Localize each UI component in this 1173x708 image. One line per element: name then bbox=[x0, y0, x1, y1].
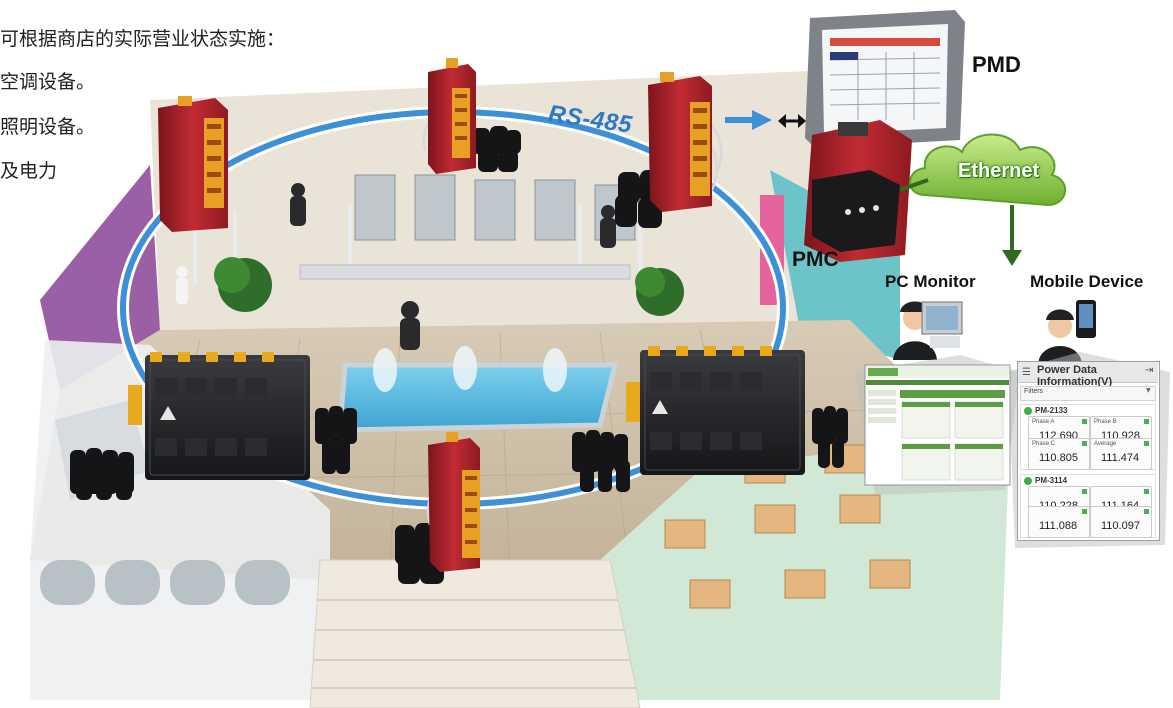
lower-right-cafe bbox=[600, 430, 1010, 700]
ethernet-links bbox=[899, 178, 1014, 255]
power-meter-red-bottom bbox=[428, 432, 480, 572]
power-meter-red-upper-left bbox=[158, 96, 228, 232]
fountains bbox=[373, 346, 567, 392]
intro-line-3: 照明设备。 bbox=[0, 116, 96, 138]
mobile-app-title: Power Data Information(V) bbox=[1037, 364, 1113, 388]
rs485-link-arrows bbox=[725, 110, 806, 130]
pc-screen bbox=[864, 364, 1011, 486]
shoppers bbox=[176, 183, 616, 350]
intro-line-2: 空调设备。 bbox=[0, 71, 96, 93]
pc-monitor-illustration bbox=[893, 301, 963, 360]
pmc-label: PMC bbox=[792, 248, 839, 271]
device-name-2: PM-3114 bbox=[1035, 476, 1068, 485]
reading-cell: 110.097 bbox=[1090, 506, 1152, 538]
ct-cluster-top bbox=[472, 126, 521, 172]
filters-bar[interactable] bbox=[1020, 386, 1156, 401]
pmd-touch-panel bbox=[805, 10, 965, 148]
ct-cluster-center bbox=[315, 406, 357, 474]
reading-cell: 111.088 bbox=[1028, 506, 1090, 538]
device-name-1: PM-2133 bbox=[1035, 406, 1068, 415]
plants bbox=[214, 257, 684, 316]
intro-line-1: 可根据商店的实际营业状态实施： bbox=[0, 28, 286, 50]
ct-cluster-right-a bbox=[572, 430, 630, 492]
menu-icon[interactable]: ☰ bbox=[1022, 367, 1031, 378]
power-meter-red-top bbox=[428, 58, 476, 174]
pc-monitor-label: PC Monitor bbox=[885, 272, 976, 291]
pmd-label: PMD bbox=[972, 52, 1021, 77]
power-meter-black-left bbox=[128, 352, 310, 480]
status-dot-1 bbox=[1024, 407, 1032, 415]
ct-cluster-right-b bbox=[812, 406, 848, 468]
intro-line-4: 及电力 bbox=[0, 160, 58, 182]
mobile-app-header bbox=[1018, 362, 1158, 383]
chevron-down-icon: ▼ bbox=[1146, 387, 1151, 394]
right-wall bbox=[770, 170, 900, 360]
pmc-controller bbox=[804, 120, 912, 262]
ethernet-cloud bbox=[909, 133, 1067, 207]
power-meter-black-right bbox=[626, 346, 805, 475]
down-arrow bbox=[1002, 250, 1022, 266]
power-meter-red-upper-right bbox=[648, 72, 712, 212]
filters-label: Filters bbox=[1024, 388, 1044, 395]
entrance-stairs bbox=[309, 559, 641, 708]
exit-icon[interactable]: ⇥ bbox=[1145, 365, 1154, 376]
mobile-device-label: Mobile Device bbox=[1030, 272, 1144, 291]
ethernet-label: Ethernet bbox=[958, 160, 1040, 182]
status-dot-2 bbox=[1024, 477, 1032, 485]
ct-cluster-left bbox=[70, 448, 134, 500]
